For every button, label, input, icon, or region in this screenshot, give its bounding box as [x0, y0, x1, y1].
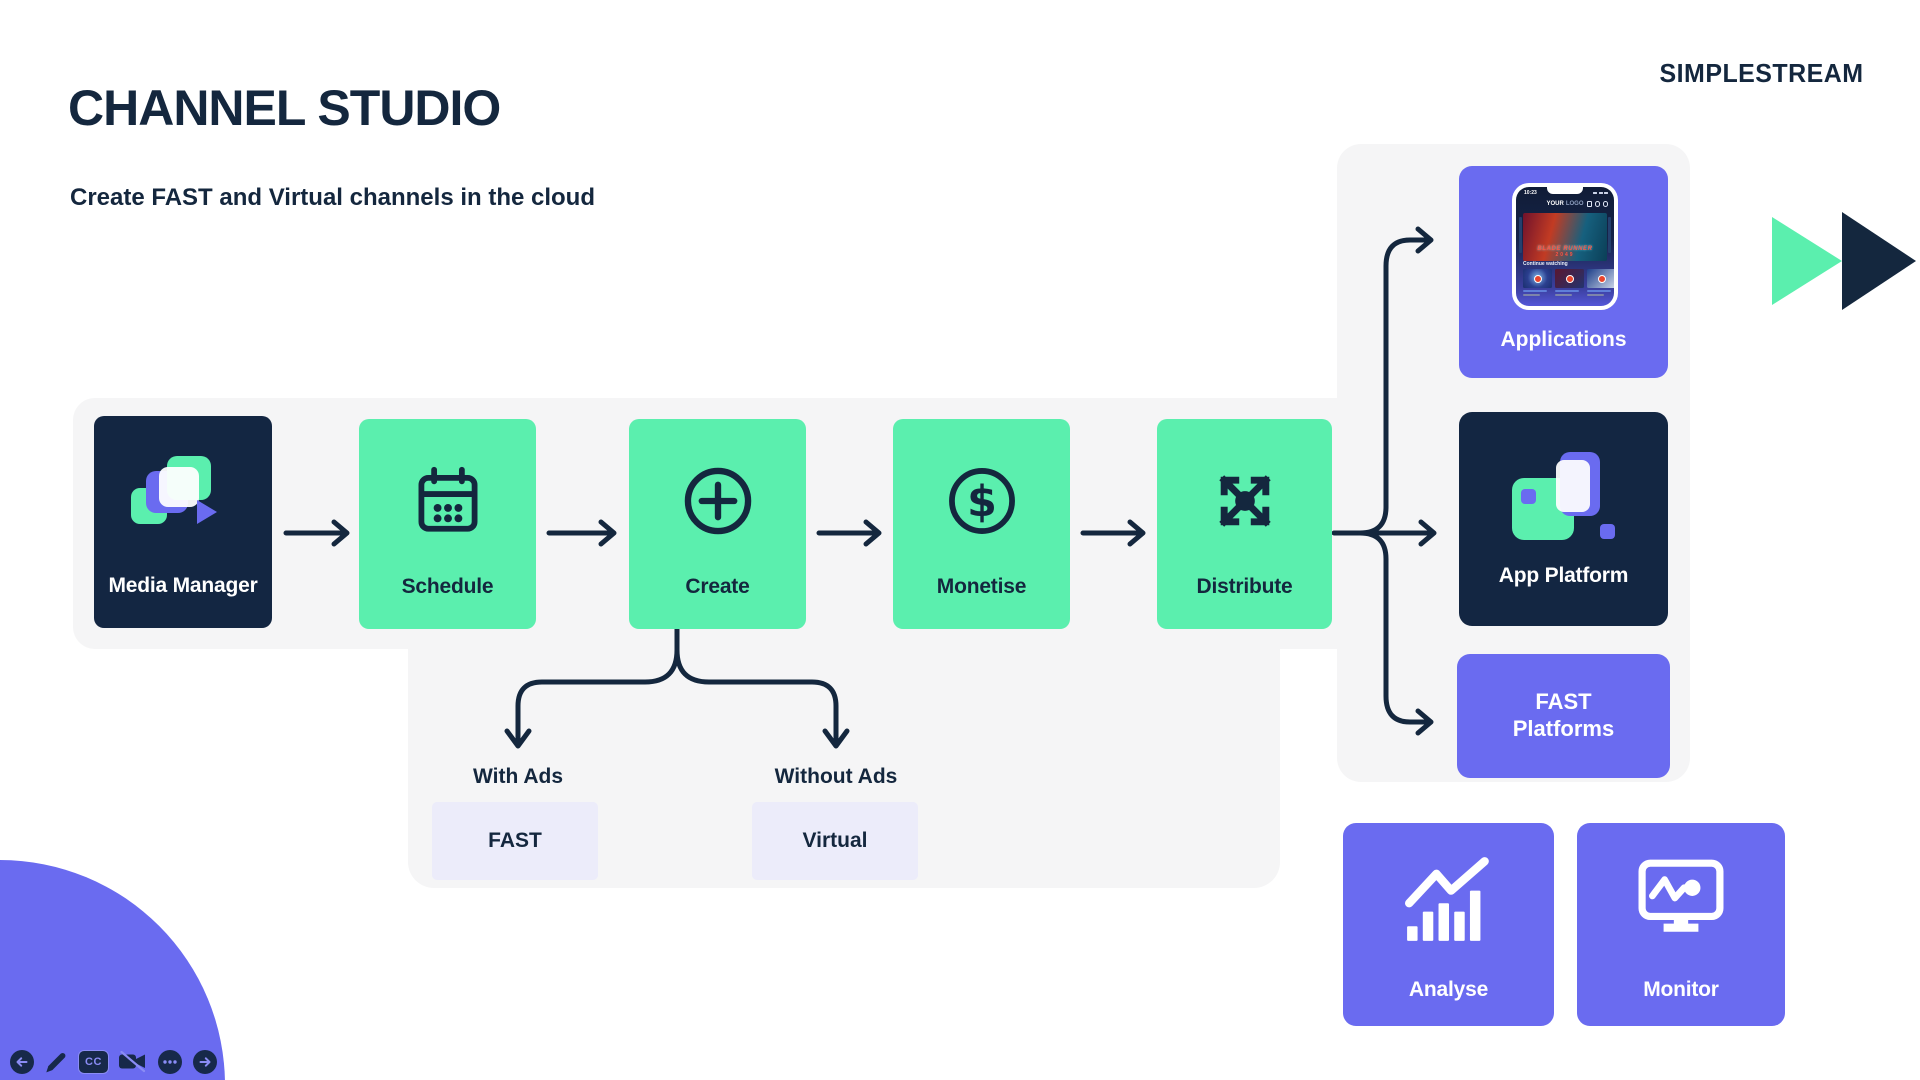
hero-title: BLADE RUNNER: [1537, 246, 1593, 252]
navy-play-triangle: [1842, 212, 1916, 310]
step-card-distribute: Distribute: [1157, 419, 1332, 629]
card-fast-platforms: FAST Platforms: [1457, 654, 1670, 778]
card-label: Applications: [1500, 328, 1627, 351]
green-play-triangle: [1772, 217, 1842, 305]
presentation-toolbar: CC: [8, 1048, 218, 1075]
phone-hero-banner: BLADE RUNNER 2049: [1523, 213, 1607, 261]
step-label: Media Manager: [108, 574, 258, 597]
phone-screen: 10:23 YOUR LOGO BLADE RUNNER 2049 Contin…: [1516, 187, 1614, 306]
phone-mockup: 10:23 YOUR LOGO BLADE RUNNER 2049 Contin…: [1512, 183, 1618, 310]
calendar-icon: [411, 464, 485, 543]
phone-status-time: 10:23: [1524, 190, 1537, 196]
page-title: CHANNEL STUDIO: [68, 80, 501, 136]
closed-captions-button[interactable]: CC: [78, 1049, 109, 1074]
play-progress-icon: [1533, 274, 1542, 283]
step-label: Schedule: [401, 575, 494, 598]
bar-chart-icon: [1404, 857, 1493, 946]
play-icon: [197, 500, 217, 524]
phone-thumbnail: [1587, 269, 1614, 296]
phone-thumbnail: [1555, 269, 1584, 296]
phone-app-header: YOUR LOGO: [1516, 201, 1614, 207]
phone-thumbnail-row: [1523, 269, 1614, 296]
fast-option-box: FAST: [432, 802, 598, 880]
phone-thumbnail: [1523, 269, 1552, 296]
step-card-media-manager: Media Manager: [94, 416, 272, 628]
search-icon: [1594, 201, 1600, 207]
step-card-create: Create: [629, 419, 806, 629]
step-label: Monetise: [936, 575, 1027, 598]
next-button[interactable]: [191, 1048, 218, 1075]
carousel-right-sliver: [1608, 217, 1611, 253]
virtual-option-box: Virtual: [752, 802, 918, 880]
phone-signal-icons: [1593, 190, 1608, 196]
hero-year: 2049: [1555, 252, 1575, 258]
step-card-schedule: Schedule: [359, 419, 536, 629]
expand-arrows-icon: [1208, 464, 1282, 543]
media-manager-icon: [131, 456, 235, 546]
carousel-left-sliver: [1519, 217, 1522, 253]
phone-header-icons: [1586, 201, 1608, 207]
card-analyse: Analyse: [1343, 823, 1554, 1026]
corner-accent: [0, 860, 225, 1080]
play-progress-icon: [1597, 274, 1606, 283]
card-label: Monitor: [1643, 978, 1719, 1001]
phone-notch: [1547, 187, 1583, 194]
plus-circle-icon: [681, 464, 755, 543]
card-label: FAST Platforms: [1512, 689, 1615, 741]
branch-label-without-ads: Without Ads: [774, 765, 898, 788]
cast-icon: [1586, 201, 1592, 207]
svg-text:$: $: [967, 477, 997, 527]
step-label: Create: [685, 575, 750, 598]
dollar-circle-icon: $: [945, 464, 1019, 543]
branch-label-with-ads: With Ads: [472, 765, 564, 788]
step-card-monetise: $ Monetise: [893, 419, 1070, 629]
app-platform-icon: [1511, 452, 1616, 544]
card-monitor: Monitor: [1577, 823, 1785, 1026]
card-label: Analyse: [1408, 978, 1489, 1001]
pencil-button[interactable]: [43, 1048, 70, 1075]
camera-off-button[interactable]: [117, 1048, 148, 1075]
phone-app-logo: YOUR: [1546, 201, 1564, 207]
back-button[interactable]: [8, 1048, 35, 1075]
more-options-button[interactable]: [156, 1048, 183, 1075]
card-label: App Platform: [1498, 564, 1629, 587]
settings-icon: [1602, 201, 1608, 207]
card-app-platform: App Platform: [1459, 412, 1668, 626]
step-label: Distribute: [1196, 575, 1293, 598]
page-subtitle: Create FAST and Virtual channels in the …: [70, 184, 595, 211]
play-progress-icon: [1565, 274, 1574, 283]
brand-logo: SIMPLESTREAM: [1659, 58, 1864, 88]
monitor-icon: [1638, 859, 1724, 942]
phone-row-label: Continue watching: [1523, 261, 1568, 267]
